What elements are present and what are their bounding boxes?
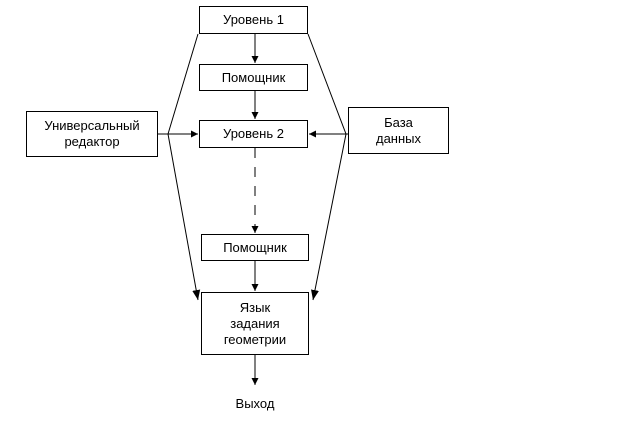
node-geometry-language-line-3: геометрии	[223, 331, 287, 347]
node-helper2: Помощник	[201, 234, 309, 261]
node-level1-label: Уровень 1	[223, 12, 284, 27]
node-universal-editor-line-2: редактор	[64, 134, 120, 149]
node-geometry-language-line-2: задания	[230, 315, 280, 331]
node-level1: Уровень 1	[199, 6, 308, 34]
node-output-label: Выход	[235, 396, 275, 411]
node-database-line-2: данных	[375, 130, 422, 146]
node-level2-label: Уровень 2	[223, 126, 284, 141]
node-helper2-label: Помощник	[223, 239, 287, 255]
node-level2: Уровень 2	[199, 120, 308, 148]
edge-level1-geometry-right	[307, 33, 347, 301]
node-database: База данных	[348, 107, 449, 154]
node-universal-editor: Универсальный редактор	[26, 111, 158, 157]
edge-level1-geometry-left	[167, 33, 201, 301]
node-universal-editor-line-1: Универсальный	[44, 118, 140, 133]
node-geometry-language-line-1: Язык	[239, 299, 271, 315]
node-geometry-language: Язык задания геометрии	[201, 292, 309, 355]
node-database-line-1: База	[384, 114, 413, 130]
node-helper1: Помощник	[199, 64, 308, 91]
node-helper1-label: Помощник	[221, 69, 286, 85]
